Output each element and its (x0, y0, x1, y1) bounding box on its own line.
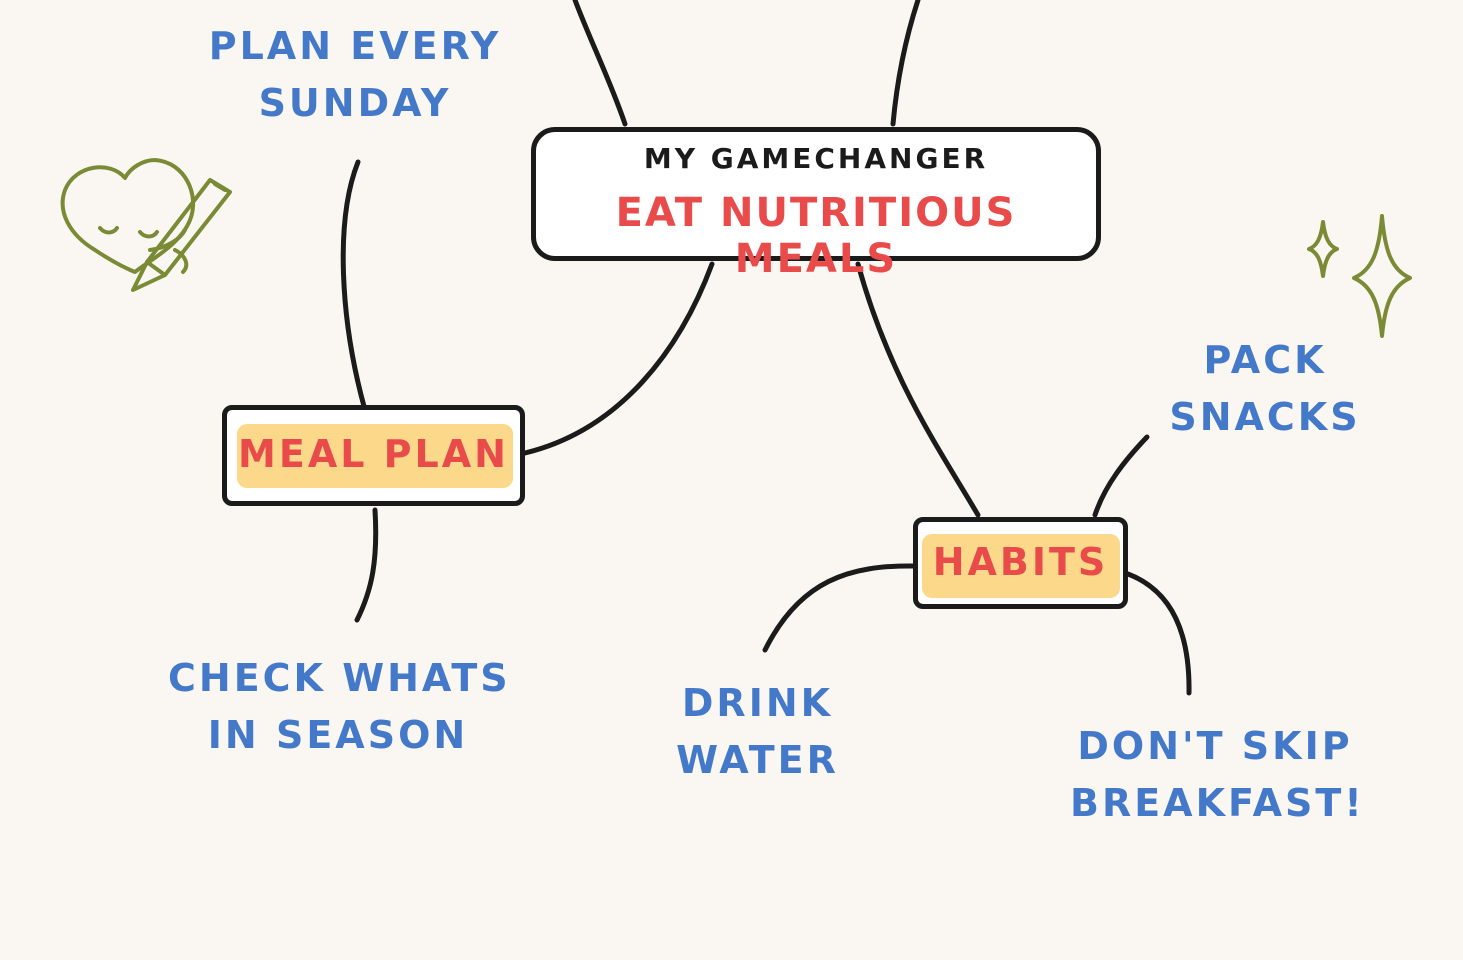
leaf-line: PACK (1203, 338, 1327, 382)
connector-line (1125, 571, 1192, 696)
leaf-line: WATER (676, 738, 839, 782)
connector-line (762, 563, 918, 653)
leaf-line: SNACKS (1169, 395, 1361, 439)
leaf-check-whats-in-season: CHECK WHATS IN SEASON (168, 650, 508, 764)
leaf-pack-snacks: PACK SNACKS (1160, 332, 1370, 446)
connector-line (890, 0, 921, 127)
leaf-dont-skip-breakfast: DON'T SKIP BREAKFAST! (1070, 718, 1365, 832)
branch-node-habits: HABITS (913, 517, 1128, 609)
leaf-line: IN SEASON (207, 713, 469, 757)
highlight-marker (237, 424, 513, 488)
connector-line (855, 261, 981, 518)
leaf-line: DON'T SKIP (1077, 724, 1353, 768)
sparkle-icon (1307, 220, 1339, 278)
central-subtitle: MY GAMECHANGER (643, 142, 989, 175)
highlight-marker (922, 534, 1120, 598)
heart-with-pencil-doodle (60, 158, 232, 292)
connector-line (340, 159, 368, 413)
connector-line (1092, 434, 1150, 518)
central-node: MY GAMECHANGER EAT NUTRITIOUS MEALS (531, 127, 1101, 282)
branch-label-habits: HABITS (932, 540, 1109, 584)
leaf-line: BREAKFAST! (1070, 781, 1365, 825)
leaf-line: PLAN EVERY (208, 24, 502, 68)
central-title: EAT NUTRITIOUS MEALS (615, 190, 1017, 282)
branch-node-meal-plan: MEAL PLAN (222, 405, 525, 506)
connector-line (572, 0, 628, 127)
connector-line (522, 261, 715, 456)
branch-label-meal-plan: MEAL PLAN (238, 432, 509, 476)
leaf-plan-every-sunday: PLAN EVERY SUNDAY (205, 18, 505, 132)
leaf-line: DRINK (681, 681, 834, 725)
leaf-drink-water: DRINK WATER (670, 675, 845, 789)
connector-line (354, 507, 379, 623)
sparkle-icon (1352, 214, 1412, 338)
leaf-line: SUNDAY (258, 81, 452, 125)
leaf-line: CHECK WHATS (168, 656, 511, 700)
